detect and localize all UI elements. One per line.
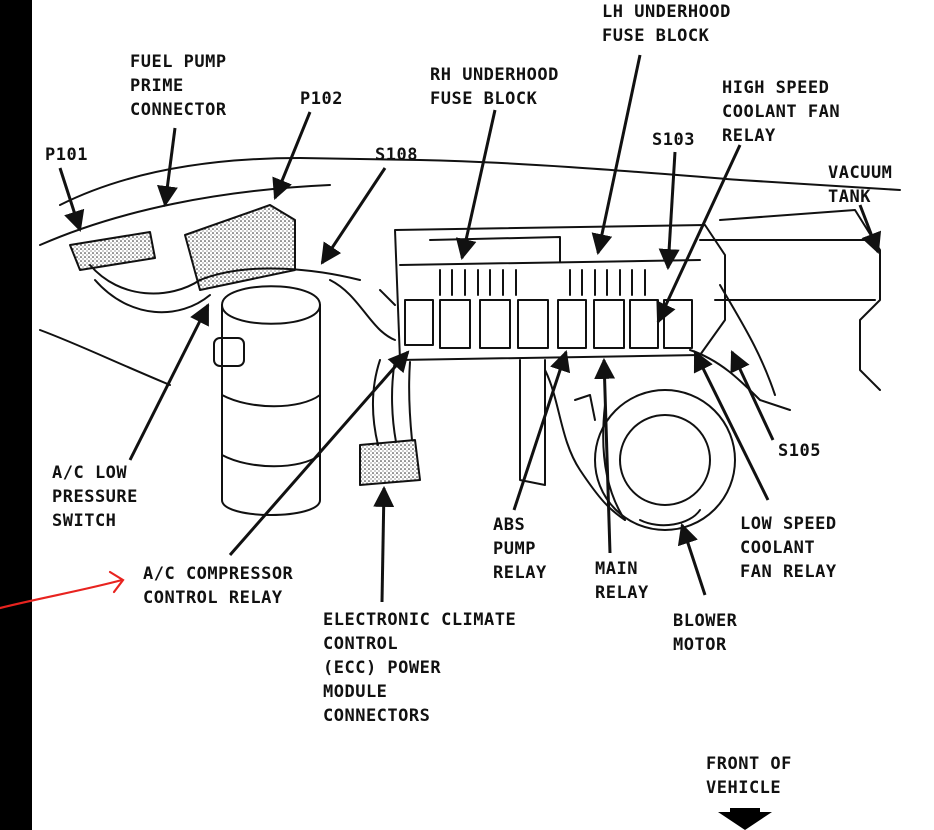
- label-s103: S103: [652, 130, 695, 150]
- label-ecc-power-module-connectors: ELECTRONIC CLIMATE CONTROL (ECC) POWER M…: [323, 610, 517, 726]
- label-lh-underhood-fuse-block: LH UNDERHOOD FUSE BLOCK: [602, 2, 731, 46]
- label-ac-compressor-control-relay: A/C COMPRESSOR CONTROL RELAY: [143, 564, 294, 608]
- label-vacuum-tank: VACUUM TANK: [828, 163, 893, 207]
- label-low-speed-coolant-fan-relay: LOW SPEED COOLANT FAN RELAY: [740, 514, 837, 582]
- arrow-rh-underhood-fuse-block: [455, 109, 497, 261]
- arrow-low-speed-coolant-fan-relay: [693, 350, 770, 501]
- arrow-ac-low-pressure-switch: [128, 303, 210, 461]
- arrow-ecc-connectors: [373, 485, 395, 603]
- label-s105: S105: [778, 441, 821, 461]
- label-rh-underhood-fuse-block: RH UNDERHOOD FUSE BLOCK: [430, 65, 559, 109]
- label-fuel-pump-prime-connector: FUEL PUMP PRIME CONNECTOR: [130, 52, 227, 120]
- label-main-relay: MAIN RELAY: [595, 559, 649, 603]
- arrow-p101: [58, 167, 85, 232]
- arrow-fuel-pump-prime-connector: [157, 127, 178, 208]
- label-abs-pump-relay: ABS PUMP RELAY: [493, 515, 547, 583]
- arrow-main-relay: [594, 357, 616, 554]
- arrow-s108: [320, 167, 387, 265]
- arrow-vacuum-tank: [858, 204, 882, 254]
- label-front-of-vehicle: FRONT OF VEHICLE: [706, 754, 792, 798]
- arrow-lh-underhood-fuse-block: [591, 54, 642, 256]
- leader-arrows: [58, 54, 882, 603]
- down-arrow-icon: [718, 808, 772, 830]
- arrow-s103: [658, 151, 680, 271]
- label-p101: P101: [45, 145, 88, 165]
- arrow-s105: [730, 350, 775, 441]
- engine-artwork: [39, 157, 901, 531]
- label-high-speed-coolant-fan-relay: HIGH SPEED COOLANT FAN RELAY: [722, 78, 841, 146]
- arrow-abs-pump-relay: [512, 350, 571, 511]
- arrow-high-speed-coolant-fan-relay: [656, 144, 742, 324]
- arrow-ac-compressor-control-relay: [228, 350, 410, 556]
- label-ac-low-pressure-switch: A/C LOW PRESSURE SWITCH: [52, 463, 138, 531]
- arrow-blower-motor: [677, 523, 707, 596]
- label-blower-motor: BLOWER MOTOR: [673, 611, 738, 655]
- arrow-p102: [272, 111, 312, 200]
- label-s108: S108: [375, 145, 418, 165]
- left-border-bar: [0, 0, 32, 830]
- red-annotation-arrow: [0, 570, 125, 610]
- label-p102: P102: [300, 89, 343, 109]
